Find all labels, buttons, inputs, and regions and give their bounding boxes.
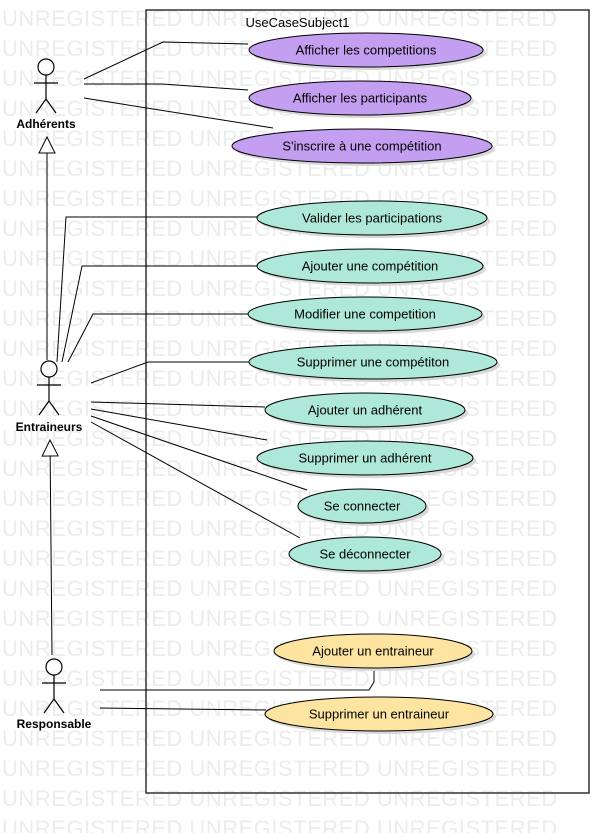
use-case-ajouter-adherent[interactable]: Ajouter un adhérent [264,392,468,430]
use-case-ellipse [256,248,484,284]
actor-label: Responsable [17,717,92,731]
use-case-ajouter-entraineur[interactable]: Ajouter un entraineur [273,633,475,671]
use-case-ellipse [264,696,494,732]
use-case-label: Valider les participations [302,211,442,226]
use-case-label: Modifier une competition [294,307,436,322]
system-boundary [145,9,590,794]
actor-left-leg [35,98,47,114]
actor-right-leg [53,698,65,714]
association-entraineurs-supprimer-adherent [90,408,268,441]
use-case-valider-participations[interactable]: Valider les participations [256,200,490,238]
association-adherents-afficher-participants [84,83,249,91]
use-case-ellipse [288,536,442,572]
use-case-ellipse [297,488,427,524]
actor-label: Entraineurs [16,420,83,434]
use-case-ellipse [248,32,484,68]
association-entraineurs-supprimer-competition [90,361,249,384]
actor-right-leg [48,400,60,416]
association-entraineurs-se-connecter [90,415,308,491]
use-case-label: S'inscrire à une compétition [282,139,441,154]
actor-head [40,360,58,378]
generalization-responsable-to-entraineurs [41,438,59,656]
actor-right-leg [45,98,57,114]
use-case-ellipse [231,128,493,164]
use-case-label: Supprimer un entraineur [309,707,450,722]
use-case-se-deconnecter[interactable]: Se déconnecter [288,536,444,574]
use-case-ellipse [273,633,473,669]
actor-entraineurs[interactable]: Entraineurs [16,360,83,434]
use-case-ajouter-competition[interactable]: Ajouter une compétition [256,248,486,286]
use-case-label: Afficher les competitions [296,43,437,58]
actor-left-leg [38,400,50,416]
use-case-modifier-competition[interactable]: Modifier une competition [247,296,485,334]
use-case-afficher-participants[interactable]: Afficher les participants [248,80,474,118]
use-case-ellipse [247,296,483,332]
use-case-ellipse [256,440,474,476]
association-adherents-afficher-competitions [83,41,249,80]
use-case-inscrire-competition[interactable]: S'inscrire à une compétition [231,128,495,166]
use-case-label: Supprimer un adhérent [299,451,432,466]
association-responsable-ajouter-entraineur [100,668,375,691]
actor-responsable[interactable]: Responsable [17,658,92,731]
actor-adherents[interactable]: Adhérents [16,58,76,131]
association-entraineurs-ajouter-competition [61,265,257,363]
use-case-ellipse [248,80,472,116]
use-case-label: Supprimer une compétiton [297,355,449,370]
actor-left-leg [43,698,55,714]
use-case-label: Ajouter un adhérent [308,403,423,418]
actor-head [37,58,55,76]
association-entraineurs-valider-participations [56,216,257,363]
actor-head [45,658,63,676]
association-entraineurs-se-deconnecter [90,421,301,539]
generalization-entraineurs-to-adherents [38,135,56,360]
use-case-label: Ajouter un entraineur [312,644,434,659]
actor-label: Adhérents [16,117,76,131]
use-case-supprimer-competition[interactable]: Supprimer une compétiton [248,344,500,382]
association-responsable-supprimer-entraineur [99,707,267,711]
use-case-ellipse [256,200,488,236]
use-case-supprimer-entraineur[interactable]: Supprimer un entraineur [264,696,496,734]
association-adherents-inscrire-competition [83,97,274,129]
use-case-afficher-competitions[interactable]: Afficher les competitions [248,32,486,70]
use-case-label: Se connecter [324,499,401,514]
use-case-se-connecter[interactable]: Se connecter [297,488,429,526]
use-case-supprimer-adherent[interactable]: Supprimer un adhérent [256,440,476,478]
association-entraineurs-ajouter-adherent [90,401,266,408]
use-case-label: Ajouter une compétition [302,259,439,274]
use-case-ellipse [264,392,466,428]
use-case-label: Se déconnecter [319,547,411,562]
use-case-label: Afficher les participants [293,91,428,106]
use-case-ellipse [248,344,498,380]
system-boundary-title: UseCaseSubject1 [245,15,349,30]
association-entraineurs-modifier-competition [67,313,248,363]
